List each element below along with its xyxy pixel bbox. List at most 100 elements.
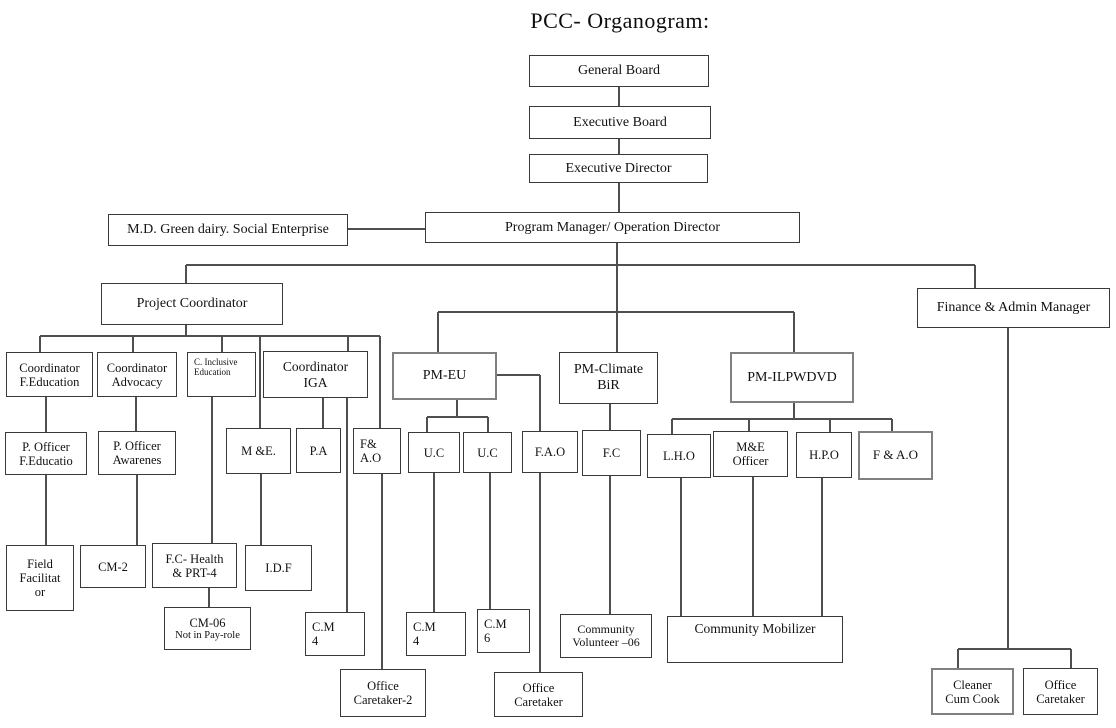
office-caretaker-2-box: Office Caretaker-2 xyxy=(340,669,426,717)
connector-line xyxy=(186,264,975,266)
connector-line xyxy=(40,335,380,337)
md-green-dairy-box: M.D. Green dairy. Social Enterprise xyxy=(108,214,348,246)
cm-2-box: CM-2 xyxy=(80,545,146,588)
community-mobilizer-label: Community Mobilizer xyxy=(694,621,816,636)
u-c-2-box: U.C xyxy=(463,432,512,473)
office-caretaker-right-label: Office Caretaker xyxy=(1036,677,1085,706)
connector-line xyxy=(489,473,491,609)
cleaner-cum-cook-box: Cleaner Cum Cook xyxy=(931,668,1014,715)
connector-line xyxy=(322,398,324,428)
connector-line xyxy=(497,374,540,376)
connector-line xyxy=(211,397,213,543)
finance-admin-manager-label: Finance & Admin Manager xyxy=(936,300,1091,316)
connector-line xyxy=(45,397,47,432)
f-c-label: F.C xyxy=(602,446,621,460)
connector-line xyxy=(379,336,381,428)
connector-line xyxy=(616,265,618,312)
connector-line xyxy=(748,419,750,431)
connector-line xyxy=(539,375,541,431)
connector-line xyxy=(132,336,134,352)
f-ao-left-box: F& A.O xyxy=(353,428,401,474)
field-facilitator-box: Field Facilitat or xyxy=(6,545,74,611)
p-a-label: P.A xyxy=(309,443,328,458)
connector-line xyxy=(618,183,620,212)
project-coordinator-label: Project Coordinator xyxy=(136,296,248,312)
coordinator-f-education-label: Coordinator F.Education xyxy=(19,360,80,389)
program-manager-box: Program Manager/ Operation Director xyxy=(425,212,800,243)
connector-line xyxy=(609,404,611,430)
connector-line xyxy=(671,419,673,434)
connector-line xyxy=(456,400,458,417)
general-board-label: General Board xyxy=(577,63,661,79)
connector-line xyxy=(347,336,349,351)
i-d-f-label: I.D.F xyxy=(265,561,292,575)
f-c-box: F.C xyxy=(582,430,641,476)
connector-line xyxy=(891,419,893,431)
community-volunteer-box: Community Volunteer –06 xyxy=(560,614,652,658)
connector-line xyxy=(221,336,223,352)
cm-4-b-label: C.M 4 xyxy=(413,620,436,648)
connector-line xyxy=(426,417,428,432)
fc-health-prt4-box: F.C- Health & PRT-4 xyxy=(152,543,237,588)
u-c-1-box: U.C xyxy=(408,432,460,473)
h-p-o-box: H.P.O xyxy=(796,432,852,478)
cm-6-label: C.M 6 xyxy=(484,617,507,645)
field-facilitator-label: Field Facilitat or xyxy=(19,557,61,599)
connector-line xyxy=(437,312,439,352)
f-ao-left-label: F& A.O xyxy=(360,437,382,465)
connector-line xyxy=(609,476,611,614)
connector-line xyxy=(348,228,425,230)
fc-health-prt4-label: F.C- Health & PRT-4 xyxy=(165,551,224,580)
community-mobilizer-box: Community Mobilizer xyxy=(667,616,843,663)
connector-line xyxy=(135,397,137,431)
connector-line xyxy=(136,475,138,545)
l-h-o-label: L.H.O xyxy=(663,449,695,463)
connector-line xyxy=(260,474,262,545)
cm-06-label: CM-06 xyxy=(189,615,226,630)
executive-director-label: Executive Director xyxy=(565,160,672,176)
general-board-box: General Board xyxy=(529,55,709,87)
executive-director-box: Executive Director xyxy=(529,154,708,183)
p-officer-f-educatio-label: P. Officer F.Educatio xyxy=(19,439,73,468)
coordinator-iga-box: Coordinator IGA xyxy=(263,351,368,398)
c-inclusive-education-label: C. Inclusive Education xyxy=(194,357,238,378)
coordinator-advocacy-box: Coordinator Advocacy xyxy=(97,352,177,397)
p-officer-awarenes-label: P. Officer Awarenes xyxy=(112,439,162,467)
cm-4-a-label: C.M 4 xyxy=(312,620,335,648)
connector-line xyxy=(1070,649,1072,668)
office-caretaker-2-label: Office Caretaker-2 xyxy=(353,679,413,707)
connector-line xyxy=(539,473,541,672)
project-coordinator-box: Project Coordinator xyxy=(101,283,283,325)
pm-eu-label: PM-EU xyxy=(422,368,467,384)
connector-line xyxy=(793,312,795,352)
cm-06-sublabel: Not in Pay-role xyxy=(175,629,240,641)
cm-2-label: CM-2 xyxy=(98,559,128,574)
l-h-o-box: L.H.O xyxy=(647,434,711,478)
u-c-1-label: U.C xyxy=(423,445,445,460)
connector-line xyxy=(618,139,620,154)
office-caretaker-mid-label: Office Caretaker xyxy=(514,680,563,709)
cm-4-a-box: C.M 4 xyxy=(305,612,365,656)
cm-6-box: C.M 6 xyxy=(477,609,530,653)
connector-line xyxy=(1007,328,1009,649)
coordinator-advocacy-label: Coordinator Advocacy xyxy=(106,360,168,389)
connector-line xyxy=(427,416,488,418)
pm-ilpwdvd-box: PM-ILPWDVD xyxy=(730,352,854,403)
u-c-2-label: U.C xyxy=(477,445,498,460)
connector-line xyxy=(958,648,1071,650)
connector-line xyxy=(487,417,489,432)
f-ao-right-label: F & A.O xyxy=(872,447,919,463)
cm-4-b-box: C.M 4 xyxy=(406,612,466,656)
connector-line xyxy=(752,477,754,616)
connector-line xyxy=(45,475,47,545)
connector-line xyxy=(185,265,187,283)
p-a-box: P.A xyxy=(296,428,341,473)
me-officer-box: M&E Officer xyxy=(713,431,788,477)
connector-line xyxy=(433,473,435,612)
connector-line xyxy=(208,588,210,607)
connector-line xyxy=(672,418,892,420)
connector-line xyxy=(821,478,823,616)
h-p-o-label: H.P.O xyxy=(809,448,839,462)
